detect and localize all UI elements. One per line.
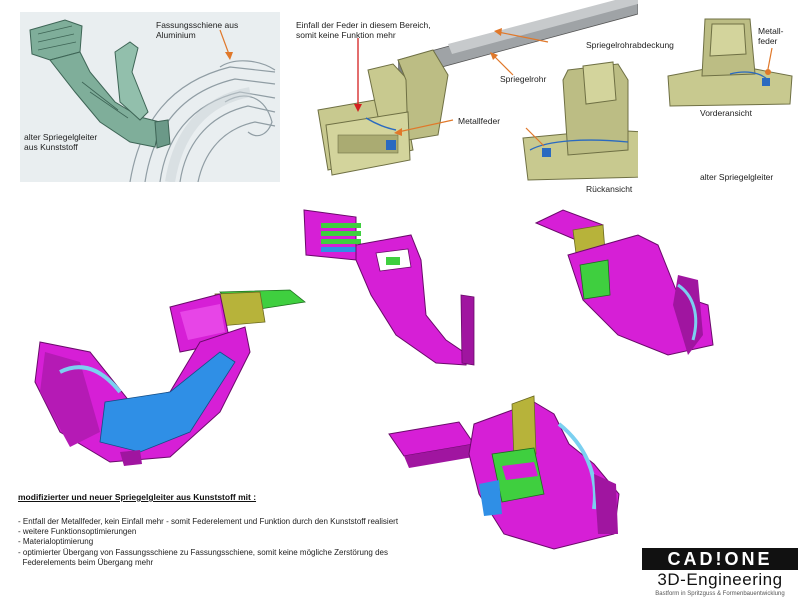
old-glider-with-tube-render — [298, 0, 638, 190]
new-glider-render-top-right — [528, 205, 728, 375]
caption-bullet: - optimierter Übergang von Fassungsschie… — [18, 547, 388, 557]
caption-bullet: - Materialoptimierung — [18, 537, 94, 547]
label-aluminium-rail: Fassungsschiene aus Aluminium — [156, 20, 239, 40]
caption-title: modifizierter und neuer Spriegelgleiter … — [18, 492, 257, 502]
company-logo: CAD!ONE 3D-Engineering Bastform in Sprit… — [640, 548, 800, 600]
old-glider-in-rail-render — [20, 12, 280, 182]
old-glider-front-view-render — [660, 14, 800, 114]
label-old-glider-right: alter Spriegelgleiter — [700, 172, 774, 182]
caption-bullet: Federelements beim Übergang mehr — [18, 557, 154, 567]
label-old-plastic-glider: alter Spriegelgleiter aus Kunststoff — [24, 132, 98, 152]
logo-brand: CAD!ONE — [642, 548, 798, 570]
label-rear-view: Rückansicht — [586, 184, 633, 194]
label-metal-spring-left: Metallfeder — [458, 116, 501, 126]
new-glider-render-top-center — [296, 205, 486, 370]
logo-tagline: 3D-Engineering — [657, 570, 783, 589]
caption-bullet: - weitere Funktionsoptimierungen — [18, 527, 137, 537]
label-tube: Spriegelrohr — [500, 74, 547, 84]
caption-bullet: - Entfall der Metallfeder, kein Einfall … — [18, 517, 399, 526]
logo-subtitle: Bastform in Spritzguss & Formenbauentwic… — [655, 591, 785, 597]
label-spring-issue: Einfall der Feder in diesem Bereich, som… — [296, 20, 431, 40]
label-front-view: Vorderansicht — [700, 108, 752, 118]
label-tube-cover: Spriegelrohrabdeckung — [586, 40, 674, 50]
label-metal-spring-right: Metall- feder — [758, 26, 784, 46]
new-glider-render-bottom-center — [384, 384, 634, 564]
new-glider-render-large-left — [20, 282, 310, 482]
caption-bullet-list: - Entfall der Metallfeder, kein Einfall … — [18, 517, 398, 568]
